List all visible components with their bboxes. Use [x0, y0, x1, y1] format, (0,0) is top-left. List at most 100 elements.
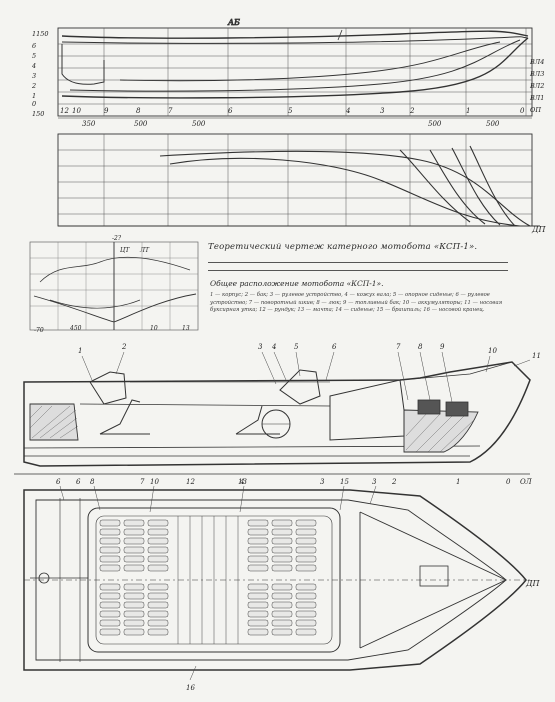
caption-rule — [208, 262, 508, 263]
seat-slat — [271, 519, 293, 527]
side-baseline-mark: 13 — [238, 478, 247, 486]
sheer-line — [61, 30, 529, 39]
cargo-box-1 — [417, 399, 441, 415]
steering-console — [279, 369, 321, 405]
seat-slat — [295, 601, 317, 609]
inset-label: ЦТ — [120, 247, 130, 254]
left-mark: 5 — [32, 52, 36, 60]
general-arrangement-caption: Общее расположение мотобота «КСП-1». — [210, 279, 384, 288]
seat-slat — [123, 537, 145, 545]
seat-slat — [123, 592, 145, 600]
cargo-box-2 — [445, 401, 469, 417]
seat-slat — [147, 610, 169, 618]
side-callout: 9 — [440, 343, 445, 351]
left-mark: 4 — [31, 62, 36, 70]
left-mark: 1150 — [32, 30, 49, 38]
left-mark: 150 — [32, 110, 44, 118]
seat-slat — [147, 628, 169, 636]
seat-slat — [99, 583, 121, 591]
seat-slat — [99, 546, 121, 554]
deck-line — [61, 36, 529, 44]
seat-slat — [147, 564, 169, 572]
plan-curve-3 — [399, 149, 471, 223]
seat-slat — [147, 555, 169, 563]
side-callout: 1 — [78, 347, 82, 355]
label-ab: АБ — [227, 18, 240, 27]
side-baseline-mark: 0 — [506, 478, 511, 486]
seat-slat — [247, 592, 269, 600]
plan-curve-5 — [451, 147, 501, 226]
engine-box — [419, 565, 449, 587]
waterline-label: ВЛ1 — [529, 94, 544, 102]
profile-frame — [57, 27, 533, 117]
seat-slats — [99, 516, 317, 644]
plan-curve-1 — [159, 150, 531, 227]
seat-slat — [99, 619, 121, 627]
left-mark: 6 — [32, 42, 36, 50]
seat-slat — [271, 546, 293, 554]
seat-slat — [147, 528, 169, 536]
plan-frame — [57, 133, 533, 227]
station-label: 6 — [228, 107, 233, 115]
seat-slat — [123, 619, 145, 627]
top-callout: 10 — [150, 478, 159, 486]
stern-well — [29, 403, 79, 441]
side-callout: 4 — [271, 343, 276, 351]
spacing-label: 500 — [428, 120, 442, 128]
seat-rear — [99, 399, 150, 435]
inset-label: 13 — [182, 325, 190, 332]
seat-slat — [295, 583, 317, 591]
station-label: 4 — [345, 107, 350, 115]
seat-slat — [147, 519, 169, 527]
left-mark: 3 — [32, 72, 36, 80]
seat-slat — [295, 610, 317, 618]
seat-slat — [147, 537, 169, 545]
seat-slat — [295, 546, 317, 554]
inset-label: ЛТ — [139, 247, 150, 254]
station-label: 2 — [409, 107, 415, 115]
waterline-label: ОП — [530, 106, 541, 114]
side-callout: 3 — [258, 343, 263, 351]
station-label: 5 — [288, 107, 293, 115]
buttock-line — [119, 41, 501, 82]
seat-slat — [271, 555, 293, 563]
inset-label: -2? — [112, 235, 122, 242]
inset-label: 450 — [69, 325, 82, 332]
side-callout: 6 — [332, 343, 337, 351]
spacing-label: 500 — [192, 120, 206, 128]
plan-curve-6 — [469, 145, 516, 227]
seat-slat — [271, 528, 293, 536]
seat-slat — [99, 592, 121, 600]
side-callout: 8 — [418, 343, 423, 351]
component-legend: 1 — корпус; 2 — бак; 3 — рулевое устройс… — [210, 292, 503, 314]
spacing-label: 350 — [82, 120, 96, 128]
seat-slat — [123, 601, 145, 609]
seat-slat — [295, 528, 317, 536]
seat-slat — [99, 610, 121, 618]
seat-slat — [99, 528, 121, 536]
waterline-label: ВЛ4 — [529, 58, 544, 66]
seat-slat — [247, 528, 269, 536]
seat-slat — [123, 610, 145, 618]
seat-slat — [99, 519, 121, 527]
top-label-dp: ДП — [525, 579, 541, 588]
top-callout: 4 — [239, 478, 244, 486]
station-label: 8 — [136, 107, 141, 115]
seat-slat — [147, 546, 169, 554]
seat-slat — [295, 537, 317, 545]
seat-slat — [147, 601, 169, 609]
seat-slat — [247, 564, 269, 572]
seat-slat — [99, 537, 121, 545]
seat-slat — [99, 601, 121, 609]
left-mark: 1 — [32, 92, 36, 100]
seat-slat — [247, 546, 269, 554]
station-label: 7 — [168, 107, 173, 115]
side-baseline-mark: 7 — [140, 478, 145, 486]
side-baseline-mark: 12 — [186, 478, 195, 486]
